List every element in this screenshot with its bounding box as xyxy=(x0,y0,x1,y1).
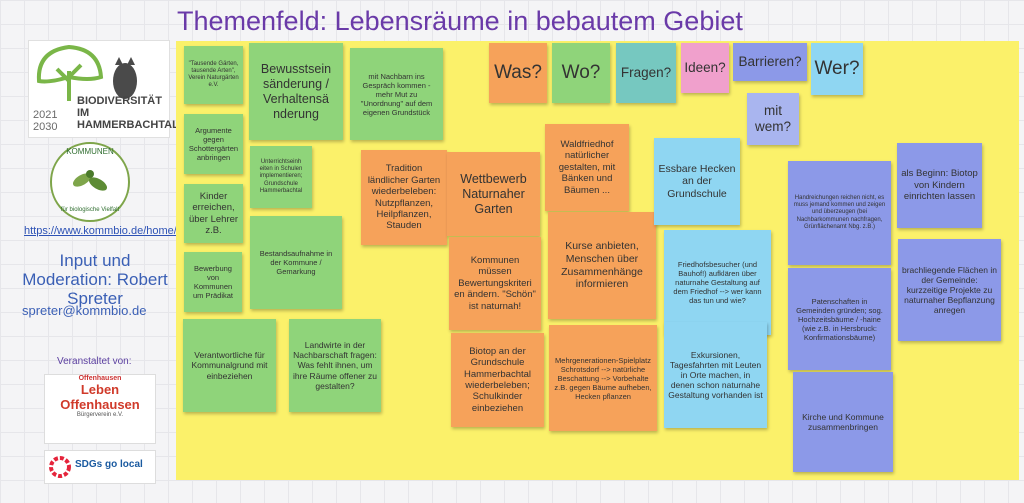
offenhausen-name: Offenhausen xyxy=(60,397,140,412)
sdg-text: SDGs go local xyxy=(75,459,143,470)
header-ideen[interactable]: Ideen? xyxy=(681,43,729,93)
note-bewusstseinsaenderung[interactable]: Bewusstsein sänderung / Verhaltensä nder… xyxy=(249,43,343,140)
sdg-logo: SDGs go local xyxy=(44,450,156,484)
note-brachliegende-flaechen[interactable]: brachliegende Flächen in der Gemeinde: k… xyxy=(898,239,1001,341)
page-title: Themenfeld: Lebensräume in bebautem Gebi… xyxy=(177,6,743,36)
kommunen-logo: KOMMUNEN für biologische Vielfalt xyxy=(50,142,130,222)
kommunen-title: KOMMUNEN xyxy=(66,147,114,156)
header-fragen[interactable]: Fragen? xyxy=(616,43,676,103)
biodiversity-logo: 2021 2030 BIODIVERSITÄT IM HAMMERBACHTAL xyxy=(28,40,179,138)
note-biotop-kinder[interactable]: als Beginn: Biotop von Kindern einrichte… xyxy=(897,143,982,228)
note-nachbarn-gespraech[interactable]: mit Nachbarn ins Gespräch kommen - mehr … xyxy=(350,48,443,140)
note-verantwortliche[interactable]: Verantwortliche für Kommunalgrund mit ei… xyxy=(183,319,276,412)
leaves-icon xyxy=(72,170,108,191)
note-landwirte[interactable]: Landwirte in der Nachbarschaft fragen: W… xyxy=(289,319,381,412)
note-handreichungen[interactable]: Handreichungen reichen nicht, es muss je… xyxy=(788,161,891,265)
offenhausen-verein: Bürgerverein e.V. xyxy=(76,412,124,418)
offenhausen-small: Offenhausen xyxy=(78,375,122,382)
header-was[interactable]: Was? xyxy=(489,43,547,103)
note-exkursionen[interactable]: Exkursionen, Tagesfahrten mit Leuten in … xyxy=(664,322,767,428)
note-tradition-garten[interactable]: Tradition ländlicher Garten wiederbelebe… xyxy=(361,150,447,245)
note-kinder-erreichen[interactable]: Kinder erreichen, über Lehrer z.B. xyxy=(184,184,243,243)
note-bewertungskriterien[interactable]: Kommunen müssen Bewertungskriteri en änd… xyxy=(449,237,541,330)
note-kurse-anbieten[interactable]: Kurse anbieten, Menschen über Zusammenhä… xyxy=(548,212,656,319)
note-biotop-grundschule[interactable]: Biotop an der Grundschule Hammerbachtal … xyxy=(451,333,544,427)
note-wettbewerb[interactable]: Wettbewerb Naturnaher Garten xyxy=(447,152,540,236)
logo-name: BIODIVERSITÄT IM HAMMERBACHTAL xyxy=(77,95,179,131)
tree-owl-icon xyxy=(36,44,137,101)
offenhausen-leben: Leben xyxy=(80,382,120,397)
note-friedhofsbesucher[interactable]: Friedhofsbesucher (und Bauhof!) aufkläre… xyxy=(664,230,771,335)
sidebar: 2021 2030 BIODIVERSITÄT IM HAMMERBACHTAL… xyxy=(0,0,179,503)
kommunen-subtitle: für biologische Vielfalt xyxy=(60,207,120,213)
offenhausen-logo: Offenhausen Leben Offenhausen Bürgervere… xyxy=(44,374,156,444)
note-unterrichtseinheiten[interactable]: Unterrichtseinh eiten in Schulen impleme… xyxy=(250,146,312,208)
note-bewerbung-kommunen[interactable]: Bewerbung von Kommunen um Prädikat xyxy=(184,252,242,312)
note-waldfriedhof[interactable]: Waldfriedhof natürlicher gestalten, mit … xyxy=(545,124,629,211)
note-tausende-gaerten[interactable]: "Tausende Gärten, tausende Arten", Verei… xyxy=(184,46,243,104)
logo-years: 2021 2030 xyxy=(33,109,58,133)
note-mehrgenerationen[interactable]: Mehrgenerationen-Spielplatz Schrotsdorf … xyxy=(549,325,657,431)
header-barrieren[interactable]: Barrieren? xyxy=(733,43,807,81)
organizer-label: Veranstaltet von: xyxy=(57,356,132,367)
moderation-text: Input und Moderation: Robert Spreter xyxy=(22,251,168,308)
header-mit-wem[interactable]: mit wem? xyxy=(747,93,799,145)
header-wer[interactable]: Wer? xyxy=(811,43,863,95)
header-wo[interactable]: Wo? xyxy=(552,43,610,103)
note-bestandsaufnahme[interactable]: Bestandsaufnahme in der Kommune / Gemark… xyxy=(250,216,342,309)
kommbio-link[interactable]: https://www.kommbio.de/home/ xyxy=(24,225,177,237)
note-kirche-kommune[interactable]: Kirche und Kommune zusammenbringen xyxy=(793,372,893,472)
note-schottergaerten[interactable]: Argumente gegen Schottergärten anbringen xyxy=(184,114,243,174)
email-text: spreter@kommbio.de xyxy=(22,303,147,318)
sdg-wheel-icon xyxy=(49,456,71,478)
note-patenschaften[interactable]: Patenschaften in Gemeinden gründen; sog.… xyxy=(788,268,891,370)
note-essbare-hecken[interactable]: Essbare Hecken an der Grundschule xyxy=(654,138,740,225)
